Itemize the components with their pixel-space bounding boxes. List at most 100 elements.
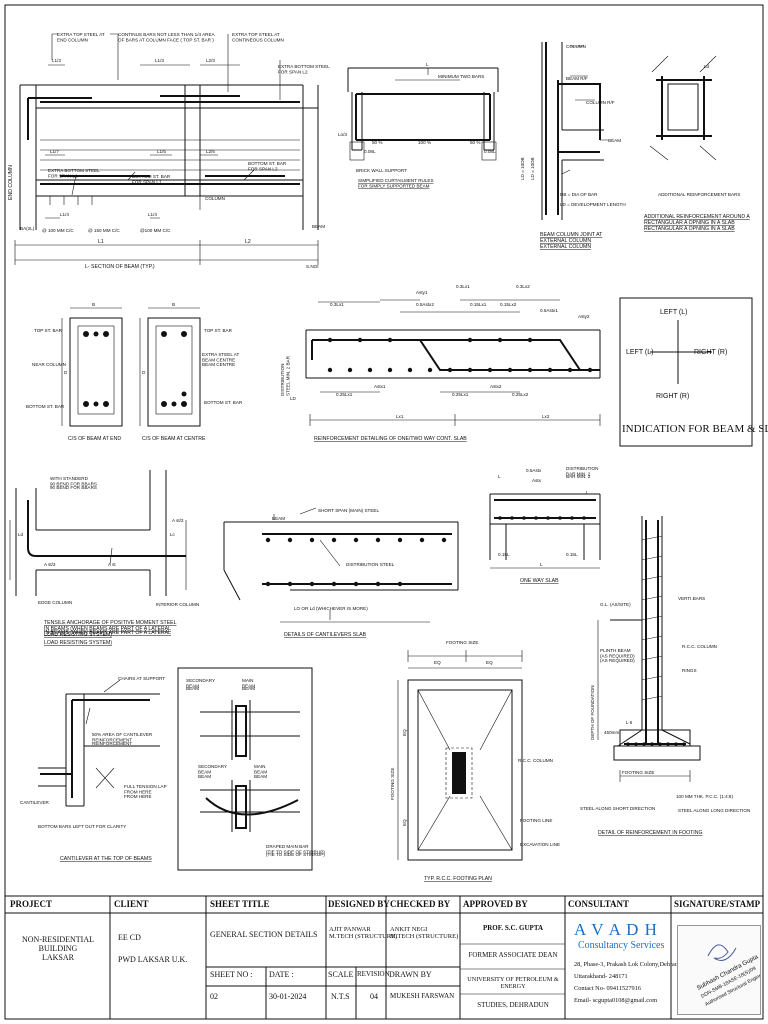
curtail-08a: 0.08L <box>364 149 376 154</box>
tensile-edge: EDGE COLUMN <box>38 600 72 605</box>
tb-designed-header: DESIGNED BY <box>328 899 390 909</box>
fd-pcc: 100 MM THK. P.C.C. (1:4:8) <box>676 794 733 799</box>
slab-a5: 0.15Lx2 <box>500 302 517 307</box>
sheet-border <box>4 4 764 1020</box>
tb-designed-value: AJIT PANWAR M.TECH (STRUCTURE) <box>329 926 398 940</box>
tb-date-value: 30-01-2024 <box>269 992 307 1001</box>
cs-b2: B <box>172 302 175 307</box>
cs-d2: D <box>142 370 146 375</box>
dim-l1-3a: L1/3 <box>52 58 61 63</box>
consultant-addr1: 28, Phase-3, Prakash Lok Colony,Dehradun <box>574 961 685 968</box>
cs-near-col: NEAR COLUMN <box>32 362 66 367</box>
stirrup-spacing-b: @ 150 MM C/C <box>88 228 120 233</box>
footing-plan-drawing: FOOTING SIZE EQ EQ EQ EQ FOOTING SIZE R.… <box>390 640 560 882</box>
ct-title: CANTILEVER AT THE TOP OF BEAMS <box>60 856 152 862</box>
fp-exline: EXCAVATION LINE <box>520 842 560 847</box>
slab-asty1: Asty1 <box>416 290 428 295</box>
slab-a7: 0.5Astx1 <box>540 308 558 313</box>
tb-approved-4: STUDIES, DEHRADUN <box>477 1001 549 1009</box>
joint-col-rf: COLUMN R/F <box>586 100 615 105</box>
column-label: COLUMN <box>205 196 225 201</box>
tb-approved-header: APPROVED BY <box>463 899 528 909</box>
sb-draped: DRAPED MAIN BAR(TIE TO SIDE OF STIRRUP) <box>266 844 325 854</box>
tensile-standard-2: 90 BEND FOR BBARS <box>50 485 97 490</box>
ind-bottom: RIGHT (R) <box>656 393 689 400</box>
consultant-contact: Contact No- 09411527916 <box>574 985 641 992</box>
ind-title: INDICATION FOR BEAM & SLAB <box>622 423 768 435</box>
fd-450: 450mm <box>604 730 619 735</box>
footing-detail-drawing: G.L. (AS/SITE) VERTI.BARS R.C.C. COLUMN … <box>580 516 750 836</box>
sb-sec2-2: BEAM <box>198 774 211 779</box>
ow-l2: L <box>586 490 589 495</box>
bal-label: BA(2L) <box>20 226 35 231</box>
cs-bottom-bar2: BOTTOM ST. BAR <box>204 400 243 405</box>
tb-date-label: DATE : <box>269 970 294 979</box>
tb-revision-value: 04 <box>370 992 378 1001</box>
ow-15a: 0.15L <box>498 552 510 557</box>
tb-scale-label: SCALE <box>328 970 354 979</box>
tensile-lc: Lc <box>170 532 176 537</box>
cs-bottom-bar: BOTTOM ST. BAR <box>26 404 65 409</box>
consultant-subtitle: Consultancy Services <box>578 940 665 951</box>
sb-draped-2: (TIE TO SIDE OF STIRRUP) <box>266 852 325 857</box>
ind-left: LEFT (L) <box>626 349 654 356</box>
slab-a6: 0.5Astx2 <box>416 302 434 307</box>
cs-extra-2: BEAM CENTRE <box>202 362 235 367</box>
fp-title: TYP. R.C.C. FOOTING PLAN <box>424 876 492 882</box>
tb-client-header: CLIENT <box>114 899 149 909</box>
slab-b3: 0.25Lx2 <box>512 392 529 397</box>
curtail-50b: 50 % <box>470 140 480 145</box>
cs-centre-title: C/S OF BEAM AT CENTRE <box>142 436 206 442</box>
fd-plinth-2: (AS REQUIRED) <box>600 658 635 663</box>
tb-approved-2: FORMER ASSOCIATE DEAN <box>468 951 558 959</box>
ow-astx: Astx <box>532 478 542 483</box>
fp-col: R.C.C. COLUMN <box>518 758 553 763</box>
lsection-title: L- SECTION OF BEAM (TYP.) <box>85 264 155 270</box>
stirrup-spacing-c: @100 MM C/C <box>140 228 171 233</box>
tb-sheet-title-header: SHEET TITLE <box>210 899 270 909</box>
joint-column: COLUMN <box>566 44 586 49</box>
cs-top-bar: TOP ST. BAR <box>34 328 63 333</box>
dim-l1-7: L1/7 <box>50 149 59 154</box>
tensile-ld: Ld <box>18 532 24 537</box>
title-block-frame <box>5 895 763 1020</box>
cantilever-slab-drawing: BEAM SHORT SPAN (MAIN) STEEL DISTRIBUTIO… <box>223 507 459 638</box>
fd-gl: G.L. (AS/SITE) <box>600 602 631 607</box>
dim-l1-4a: L1/4 <box>60 212 69 217</box>
tb-sheetno-label: SHEET NO : <box>210 970 253 979</box>
sb-sec1-2: BEAM <box>186 686 199 691</box>
fp-eq1: EQ <box>434 660 441 665</box>
cs-d1: D <box>64 370 68 375</box>
cant-short: SHORT SPAN (MAIN) STEEL <box>318 508 379 513</box>
ow-15b: 0.15L <box>566 552 578 557</box>
tb-approved-3: UNIVERSITY OF PETROLEUM & ENERGY <box>467 976 559 990</box>
tensile-title: TENSILE ANCHORAGE OF POSITIVE MOMENT STE… <box>44 620 177 638</box>
beam-cross-sections: B B D D TOP ST. BAR NEAR COLUMN BOTTOM S… <box>26 302 243 442</box>
tb-drawn-label: DRAWN BY <box>389 970 432 979</box>
slab-ld: LD <box>290 396 297 401</box>
tensile-ast: A st <box>108 562 116 567</box>
slab-dist: DISTRIBUTIONSTEEL MIN. 2 BAR <box>280 355 290 396</box>
slab-opening-drawing: Ld ADDITIONAL REINFORCEMENT BARS ADDITIO… <box>644 55 750 232</box>
ow-05astx: 0.5Astx <box>526 468 542 473</box>
beam-column-joint-drawing: COLUMN BEAM R/F COLUMN R/F BEAM LD = 10D… <box>520 42 626 250</box>
curtail-span: L <box>426 62 429 67</box>
ind-right: RIGHT (R) <box>694 349 727 356</box>
dim-l1-5: L1/5 <box>157 149 166 154</box>
tb-sheet-title-value: GENERAL SECTION DETAILS <box>210 930 318 939</box>
joint-ld1: LD = 10DB <box>520 157 525 180</box>
